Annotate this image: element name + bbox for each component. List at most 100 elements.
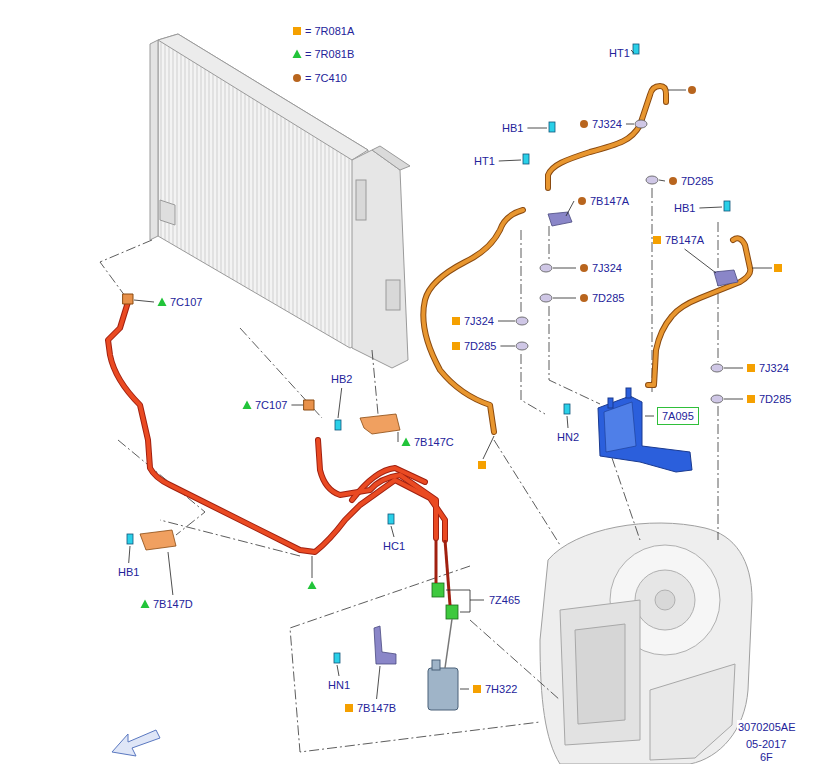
cooler-tube (548, 86, 666, 188)
leader-line (168, 552, 173, 595)
callout-label: HB2 (330, 372, 353, 386)
cooler-tube (648, 238, 750, 385)
callout-label: 7C107 (254, 398, 288, 412)
callout-label: HT1 (608, 46, 631, 60)
cooler-hose (108, 302, 445, 552)
callout-label: 7B147A (664, 233, 705, 247)
legend-marker (688, 86, 696, 94)
cooler-tube (648, 238, 750, 385)
callout-label: HN2 (556, 430, 580, 444)
assembly-line (612, 458, 640, 540)
leader-line (446, 590, 484, 600)
orientation-arrow (112, 730, 160, 756)
filter (428, 668, 458, 710)
clip (549, 122, 555, 132)
leader-line (377, 666, 380, 699)
bracket (374, 626, 396, 664)
transmission (560, 600, 640, 745)
legend-marker (478, 461, 486, 469)
legend-entry: = 7R081B (305, 47, 354, 61)
legend-marker (747, 364, 755, 372)
legend-swatch (293, 27, 301, 35)
legend-marker (452, 317, 460, 325)
radiator (150, 40, 158, 240)
callout-label: 7D285 (591, 291, 625, 305)
callout-label: 7D285 (758, 392, 792, 406)
leader-line (291, 405, 303, 406)
radiator (352, 150, 408, 368)
callout-label: 3070205AE (737, 720, 797, 734)
radiator (158, 34, 368, 160)
legend-marker (345, 704, 353, 712)
clip (335, 420, 341, 430)
transmission (655, 590, 675, 610)
cooler-tube (423, 210, 523, 432)
assembly-line (470, 620, 560, 700)
cooler-hose (108, 302, 445, 552)
leader-line (685, 249, 716, 273)
legend-marker (747, 395, 755, 403)
filter (432, 660, 440, 670)
washer (540, 264, 552, 272)
leader-line (460, 689, 469, 690)
callout-label: HB1 (117, 565, 140, 579)
assembly-line (118, 440, 205, 535)
washer (711, 395, 723, 403)
radiator (150, 34, 410, 368)
cooler-hose (352, 468, 425, 500)
assembly-line (100, 188, 718, 752)
callout-label: 7B147C (413, 435, 455, 449)
legend-marker (578, 197, 586, 205)
washer (516, 342, 528, 350)
legend-marker (243, 401, 252, 410)
leader-line (724, 399, 743, 400)
legend-text: = 7R081B (305, 48, 354, 60)
legend-marker (158, 298, 167, 307)
legend-entry: = 7R081A (305, 24, 354, 38)
leader-line (398, 432, 399, 442)
bracket (548, 212, 572, 226)
leader-line (391, 526, 394, 537)
clip (564, 404, 570, 414)
part-number: 7A095 (662, 410, 694, 422)
callout-label: 7J324 (758, 361, 790, 375)
filter (445, 619, 452, 668)
legend-marker (653, 236, 661, 244)
filter (435, 540, 438, 583)
legend-marker (141, 600, 150, 609)
leader-line (553, 268, 576, 269)
legend-marker (580, 294, 588, 302)
leader-line (566, 201, 574, 216)
callout-label: 6F (759, 750, 774, 764)
clip (523, 154, 529, 164)
cooler-hose (108, 302, 445, 552)
oil-cooler (598, 388, 692, 472)
leader-line (553, 298, 576, 299)
callout-label: HN1 (327, 678, 351, 692)
washer (516, 120, 723, 403)
callout-label: 7D285 (463, 339, 497, 353)
callout-label: 7J324 (591, 261, 623, 275)
part-number-box: 7A095 (657, 407, 699, 425)
legend-marker (452, 342, 460, 350)
washer (635, 120, 647, 128)
radiator (356, 180, 366, 220)
cooler-hose (304, 400, 314, 410)
assembly-line (549, 226, 550, 260)
bracket (360, 414, 400, 434)
transmission (635, 570, 695, 630)
clip (724, 201, 730, 211)
transmission (575, 624, 625, 724)
leader-line (312, 556, 313, 578)
leader-line (567, 416, 568, 428)
leader-line (752, 268, 772, 269)
washer (540, 294, 552, 302)
clip (334, 653, 340, 663)
legend-marker (580, 264, 588, 272)
assembly-line (372, 350, 378, 414)
callout-label: HT1 (473, 154, 496, 168)
leader-line (129, 50, 743, 699)
callout-label: 7B147D (152, 597, 194, 611)
radiator (386, 280, 400, 310)
